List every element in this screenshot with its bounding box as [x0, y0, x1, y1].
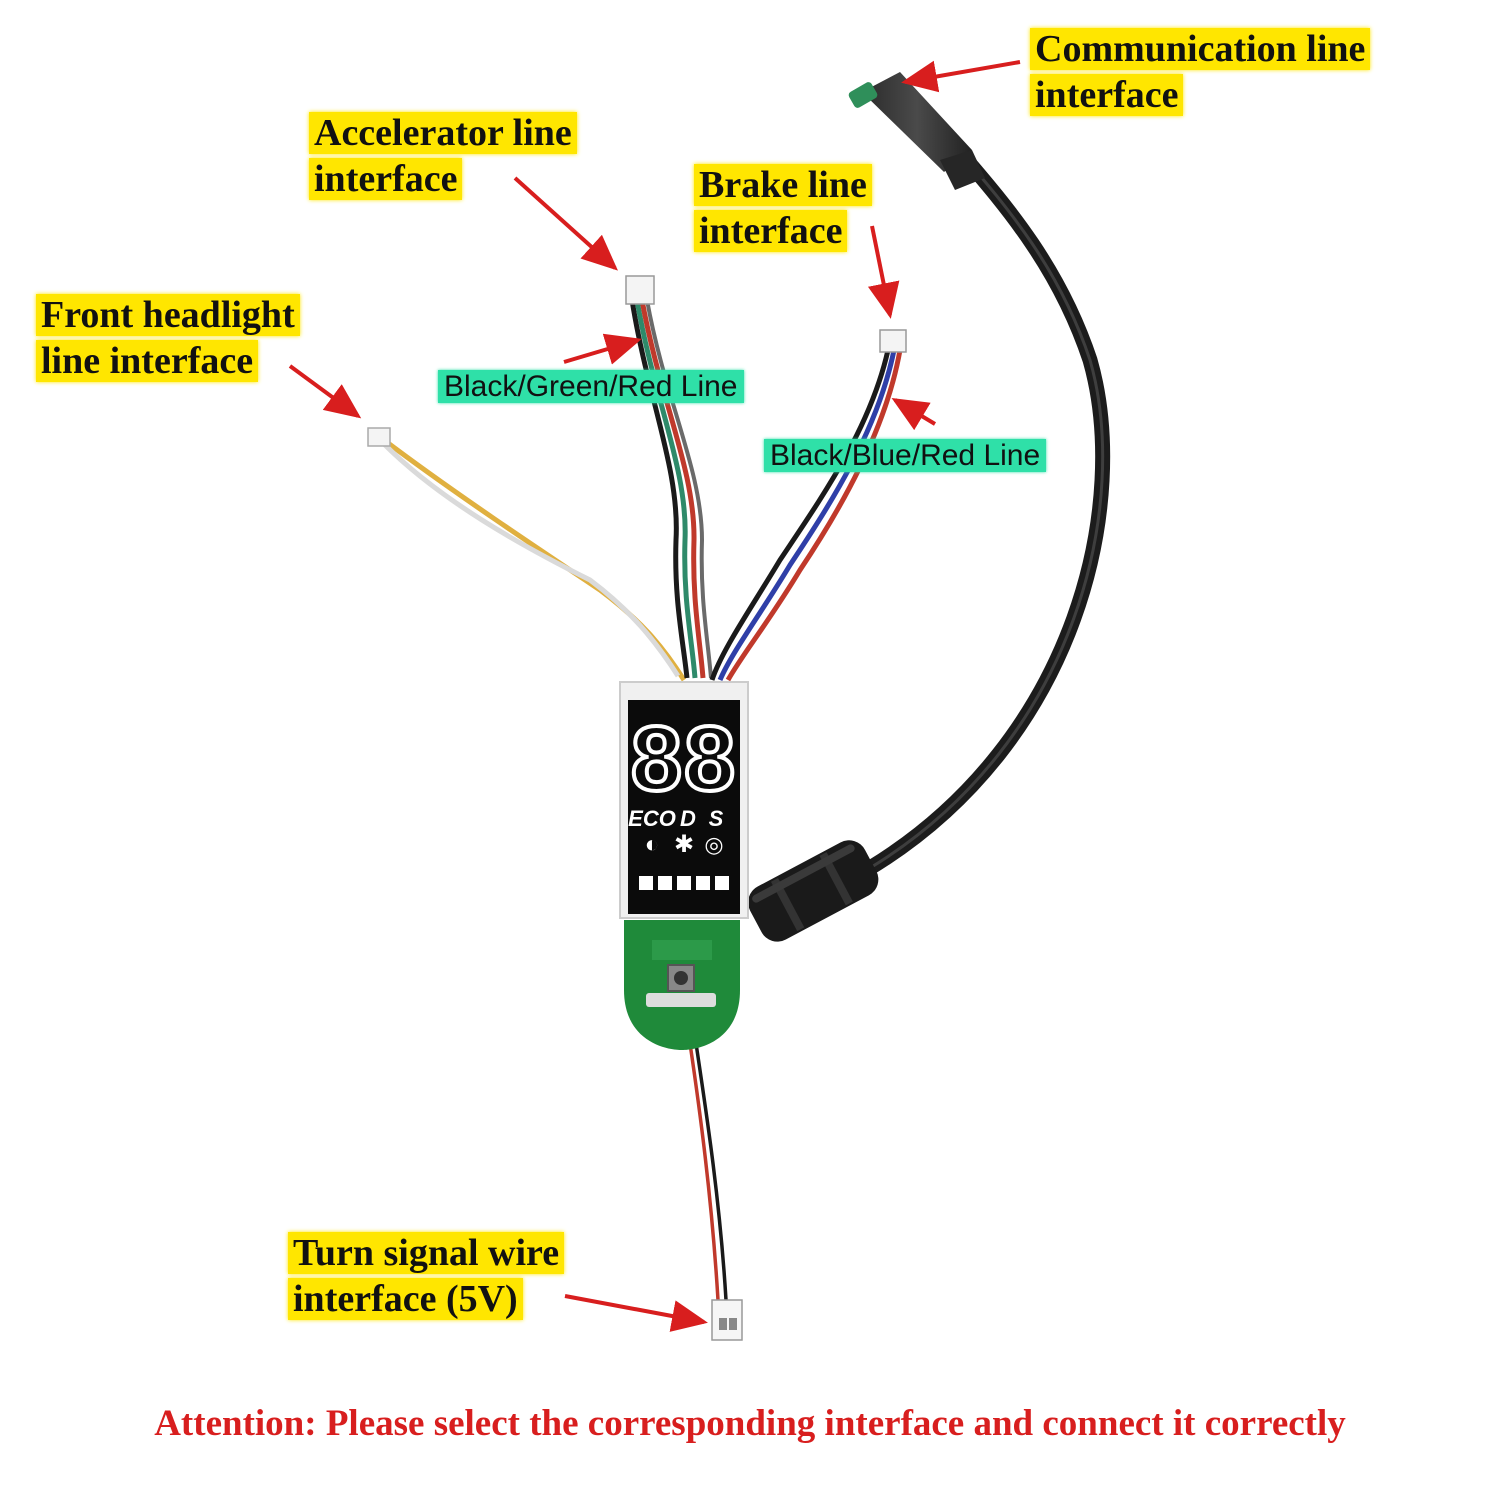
- headlight-wires: [367, 427, 687, 682]
- arrow-headlight: [288, 364, 362, 419]
- bluetooth-icon: ✱: [674, 831, 694, 858]
- communication-cable: [748, 72, 1111, 942]
- ferrite-bead: [748, 840, 879, 942]
- mode-s: S: [709, 806, 724, 831]
- accelerator-connector: [625, 275, 655, 305]
- digit-display: 88: [629, 706, 737, 812]
- label-turn-signal: Turn signal wire interface (5V): [288, 1230, 578, 1322]
- arrow-turn-signal: [564, 1294, 708, 1332]
- display-digits: 88: [631, 708, 737, 810]
- arrow-accelerator-wires: [563, 333, 642, 365]
- brake-wires: [709, 329, 907, 682]
- label-headlight: Front headlight line interface: [36, 292, 326, 384]
- turn-signal-wires: [686, 1029, 743, 1341]
- battery-indicator: [639, 876, 729, 890]
- light-icon: ◐: [645, 831, 660, 858]
- label-accelerator: Accelerator line interface: [309, 110, 629, 202]
- arrow-brake-wires: [891, 397, 937, 431]
- headlight-connector: [367, 427, 391, 447]
- label-brake-wires: Black/Blue/Red Line: [764, 437, 1047, 475]
- label-communication: Communication line interface: [1030, 26, 1371, 118]
- arrow-accelerator: [513, 176, 618, 271]
- mode-d: D: [680, 806, 696, 831]
- communication-connector: [848, 72, 985, 190]
- mode-eco: ECO: [628, 806, 676, 831]
- battery-segment: [639, 876, 653, 890]
- arrow-brake: [867, 225, 900, 319]
- label-accelerator-wires: Black/Green/Red Line: [438, 368, 744, 406]
- attention-note: Attention: Please select the correspondi…: [154, 1403, 1346, 1444]
- battery-segment: [677, 876, 691, 890]
- speed-icon: ◎: [704, 832, 723, 857]
- battery-segment: [696, 876, 710, 890]
- accelerator-wires: [625, 275, 713, 679]
- label-brake: Brake line interface: [694, 162, 904, 254]
- brake-connector: [879, 329, 907, 353]
- pointer-arrows: [288, 60, 1021, 1332]
- arrow-communication: [901, 60, 1021, 93]
- battery-segment: [658, 876, 672, 890]
- battery-segment: [715, 876, 729, 890]
